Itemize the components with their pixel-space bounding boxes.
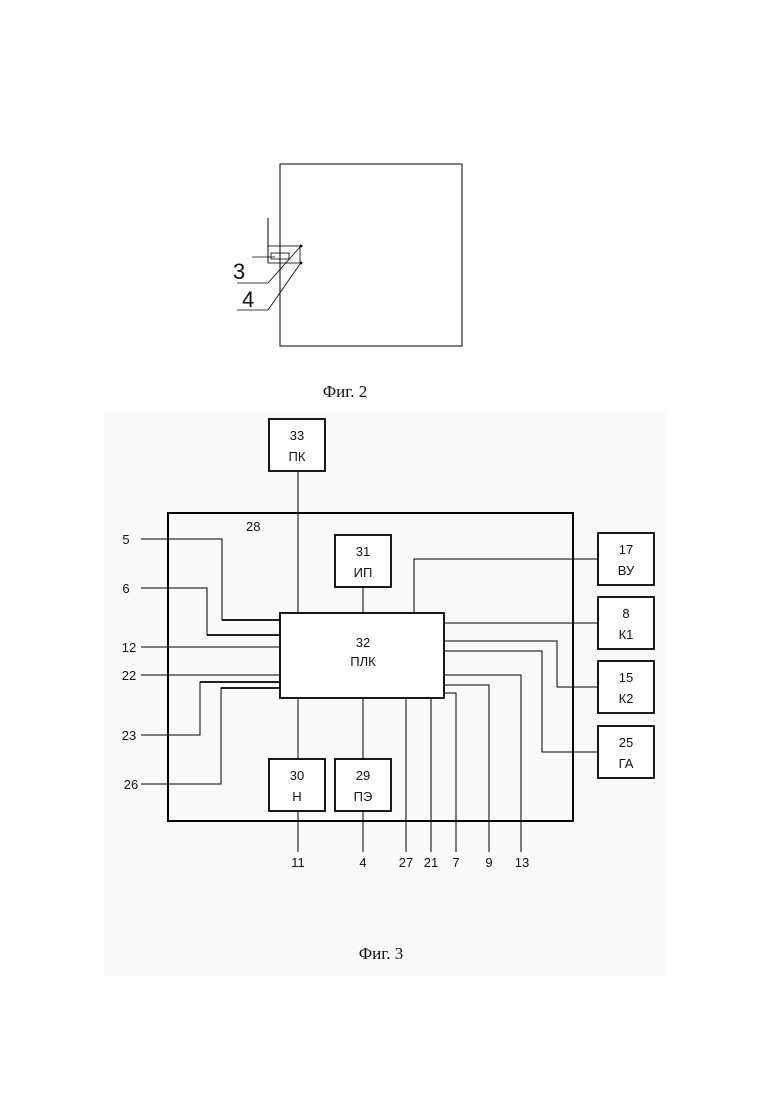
figure-3: 28 — [104, 412, 666, 976]
fig2-label-3: 3 — [233, 259, 245, 284]
block-pe: 29 ПЭ — [335, 759, 391, 811]
block-pk-number: 33 — [290, 428, 304, 443]
block-n-number: 30 — [290, 768, 304, 783]
fig2-label-4: 4 — [242, 287, 254, 312]
fig3-enclosure-label: 28 — [246, 519, 260, 534]
fig2-leader-3-diag — [268, 247, 300, 283]
terminal-6: 6 — [122, 581, 129, 596]
terminal-22: 22 — [122, 668, 136, 683]
terminal-12: 12 — [122, 640, 136, 655]
block-n: 30 Н — [269, 759, 325, 811]
terminal-23: 23 — [122, 728, 136, 743]
block-pe-abbr: ПЭ — [354, 789, 373, 804]
block-vu: 17 ВУ — [598, 533, 654, 585]
block-ga: 25 ГА — [598, 726, 654, 778]
terminal-7: 7 — [452, 855, 459, 870]
fig2-panel — [280, 164, 462, 346]
terminal-21: 21 — [424, 855, 438, 870]
block-k1: 8 К1 — [598, 597, 654, 649]
block-vu-number: 17 — [619, 542, 633, 557]
fig2-terminal-dot-upper — [300, 245, 303, 248]
block-ip-abbr: ИП — [354, 565, 373, 580]
fig2-leader-4-diag — [268, 264, 300, 310]
terminal-13: 13 — [515, 855, 529, 870]
terminal-11: 11 — [291, 855, 305, 870]
block-plk-abbr: ПЛК — [350, 654, 376, 669]
block-pk: 33 ПК — [269, 419, 325, 471]
terminal-5: 5 — [122, 532, 129, 547]
block-k2: 15 К2 — [598, 661, 654, 713]
fig2-sensor-housing — [268, 246, 300, 263]
terminal-9: 9 — [485, 855, 492, 870]
block-pe-number: 29 — [356, 768, 370, 783]
block-pk-abbr: ПК — [289, 449, 306, 464]
block-ip-number: 31 — [356, 544, 370, 559]
block-k2-abbr: К2 — [619, 691, 634, 706]
figure-2: 3 4 Фиг. 2 — [233, 164, 462, 401]
terminal-27: 27 — [399, 855, 413, 870]
fig2-caption: Фиг. 2 — [323, 382, 368, 401]
block-ip: 31 ИП — [335, 535, 391, 587]
fig3-caption: Фиг. 3 — [359, 944, 404, 963]
block-n-abbr: Н — [292, 789, 301, 804]
block-plk: 32 ПЛК — [280, 613, 444, 698]
block-k2-number: 15 — [619, 670, 633, 685]
block-ga-number: 25 — [619, 735, 633, 750]
block-plk-number: 32 — [356, 635, 370, 650]
terminal-4: 4 — [359, 855, 366, 870]
terminal-26: 26 — [124, 777, 138, 792]
block-k1-abbr: К1 — [619, 627, 634, 642]
block-ga-abbr: ГА — [619, 756, 634, 771]
fig2-terminal-dot-lower — [300, 262, 303, 265]
block-vu-abbr: ВУ — [618, 563, 635, 578]
block-k1-number: 8 — [622, 606, 629, 621]
